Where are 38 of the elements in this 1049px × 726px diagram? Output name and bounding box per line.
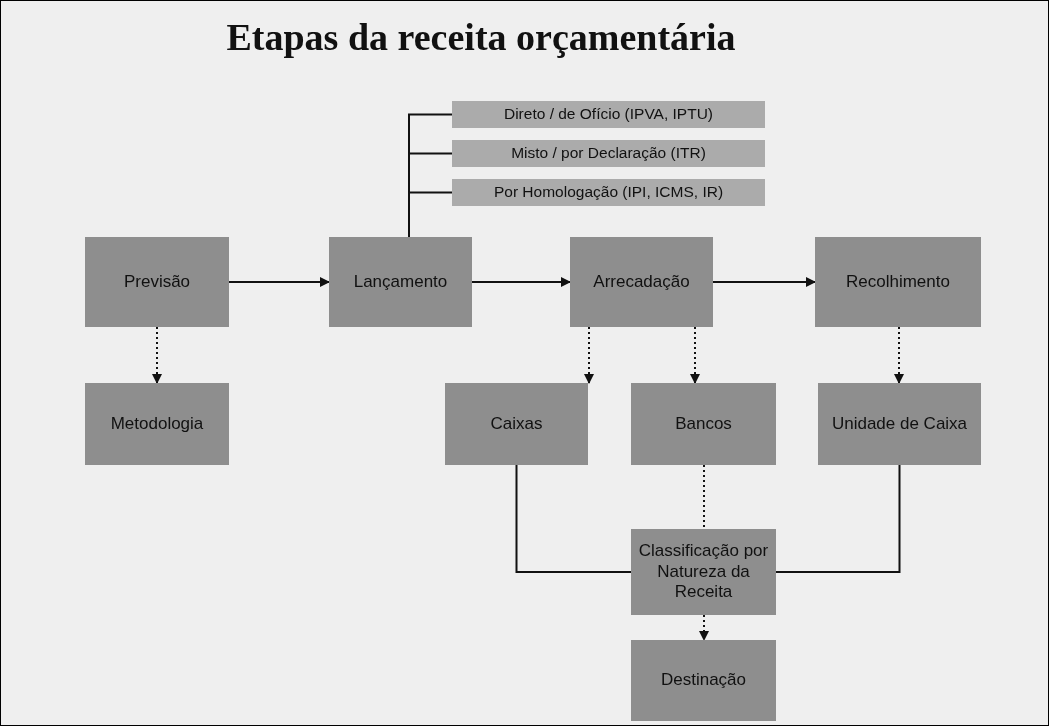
box-label: Por Homologação (IPI, ICMS, IR): [493, 183, 724, 202]
process-box: [631, 529, 776, 615]
box-label: Metodologia: [110, 413, 204, 435]
box-label: Bancos: [675, 413, 732, 435]
category-box: [452, 140, 765, 167]
arrow: [471, 277, 571, 287]
arrow: [228, 277, 330, 287]
process-box: [570, 237, 713, 327]
dotted-arrow: [152, 326, 162, 384]
arrow: [712, 277, 816, 287]
box-label: Previsão: [123, 271, 191, 293]
dotted-arrow: [894, 326, 904, 384]
box-label: Direto / de Ofício (IPVA, IPTU): [504, 105, 713, 124]
process-box: [329, 237, 472, 327]
box-label: Misto / por Declaração (ITR): [511, 144, 706, 163]
box-label: Destinação: [660, 670, 747, 691]
box-label: Recolhimento: [846, 271, 950, 293]
box-label: Classificação por Natureza da Receita: [637, 541, 770, 603]
connector-line: [775, 464, 901, 573]
process-box: [818, 383, 981, 465]
connector-line: [408, 191, 453, 238]
box-label: Unidade de Caixa: [831, 413, 968, 435]
box-label: Lançamento: [353, 271, 448, 293]
process-box: [445, 383, 588, 465]
process-box: [631, 640, 776, 721]
category-box: [452, 101, 765, 128]
category-box: [452, 179, 765, 206]
connector-line: [515, 464, 632, 573]
diagram-title: Etapas da receita orçamentária: [225, 15, 737, 59]
process-box: [85, 237, 229, 327]
box-label: Arrecadação: [593, 271, 690, 293]
dotted-arrow: [584, 326, 594, 384]
dotted-arrow: [699, 614, 709, 641]
dotted-arrow: [690, 326, 700, 384]
process-box: [631, 383, 776, 465]
process-box: [815, 237, 981, 327]
box-label: Caixas: [490, 413, 543, 435]
process-box: [85, 383, 229, 465]
